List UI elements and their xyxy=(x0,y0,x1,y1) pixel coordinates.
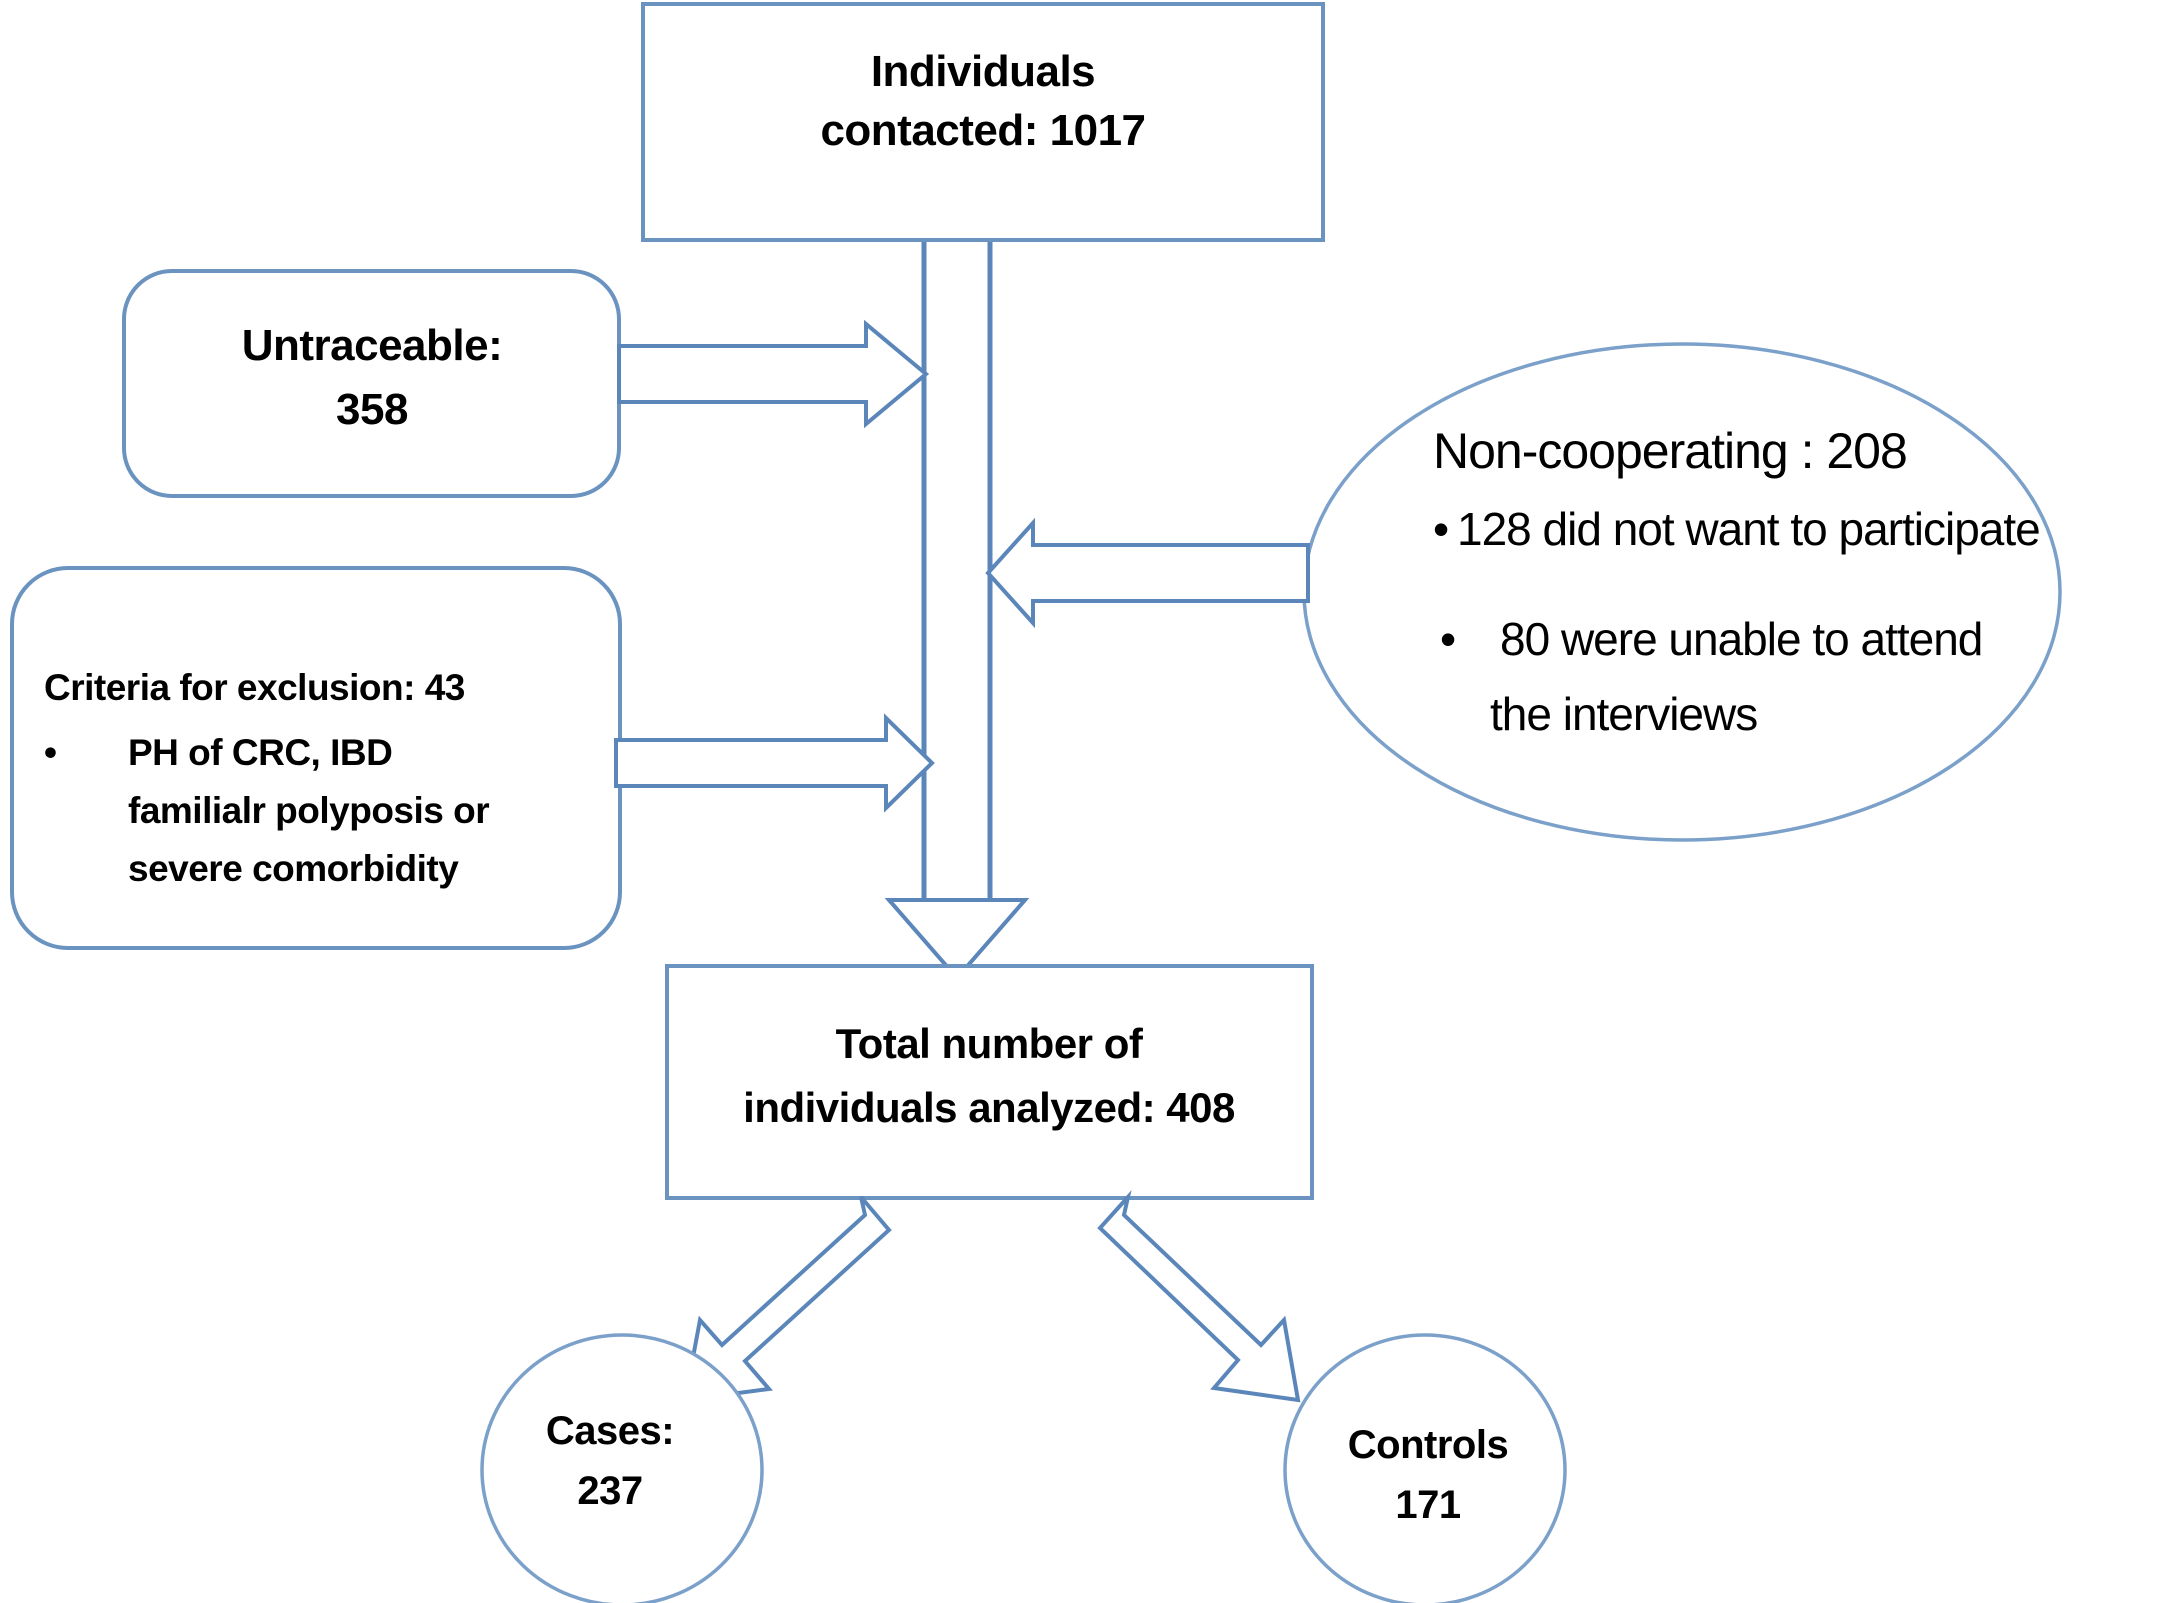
exclusion-bullet-marker: • xyxy=(44,732,56,773)
arrow-exclusion-to-trunk xyxy=(614,713,935,813)
node-cases[interactable]: Cases: 237 xyxy=(480,1333,764,1603)
individuals-contacted-line2: contacted: 1017 xyxy=(820,106,1145,155)
arrow-untraceable-to-trunk xyxy=(617,319,930,429)
total-analyzed-box xyxy=(665,964,1314,1200)
arrow-total-to-controls xyxy=(1097,1190,1301,1403)
cases-line2: 237 xyxy=(577,1469,642,1513)
exclusion-bullet-line1: PH of CRC, IBD xyxy=(128,732,392,773)
noncooperating-bullet-2-marker: • xyxy=(1440,613,1455,665)
node-individuals-contacted[interactable]: Individuals contacted: 1017 xyxy=(641,2,1325,242)
untraceable-line2: 358 xyxy=(336,385,408,434)
controls-line1: Controls xyxy=(1348,1423,1508,1467)
block-arrow-diagonal-controls xyxy=(1097,1190,1301,1403)
cases-line1: Cases: xyxy=(546,1409,674,1453)
arrow-trunk-to-total xyxy=(884,898,1030,982)
node-untraceable[interactable]: Untraceable: 358 xyxy=(122,269,621,498)
node-noncooperating[interactable]: Non-cooperating : 208 • 128 did not want… xyxy=(1302,342,2062,842)
noncooperating-item-2-line1: 80 were unable to attend xyxy=(1500,613,1982,665)
cases-circle xyxy=(480,1333,764,1603)
block-arrow-left-noncooperating xyxy=(985,517,1310,629)
node-exclusion-criteria[interactable]: Criteria for exclusion: 43 • PH of CRC, … xyxy=(10,566,622,950)
individuals-contacted-box xyxy=(641,2,1325,242)
individuals-contacted-line1: Individuals xyxy=(871,47,1095,96)
noncooperating-item-1: 128 did not want to participate xyxy=(1457,503,2040,555)
node-total-analyzed[interactable]: Total number of individuals analyzed: 40… xyxy=(665,964,1314,1200)
block-arrow-right-exclusion xyxy=(614,713,935,813)
controls-line2: 171 xyxy=(1395,1483,1460,1527)
arrow-noncooperating-to-trunk xyxy=(985,517,1310,629)
block-arrow-right-untraceable xyxy=(617,319,930,429)
noncooperating-ellipse xyxy=(1302,342,2062,842)
noncooperating-item-2-line2: the interviews xyxy=(1490,688,1757,740)
total-analyzed-line2: individuals analyzed: 408 xyxy=(743,1084,1235,1131)
untraceable-box xyxy=(122,269,621,498)
exclusion-heading: Criteria for exclusion: 43 xyxy=(44,667,465,708)
noncooperating-bullet-1-marker: • xyxy=(1433,503,1448,555)
block-arrow-down-total xyxy=(884,898,1030,982)
controls-circle xyxy=(1283,1333,1567,1603)
untraceable-line1: Untraceable: xyxy=(242,321,503,370)
noncooperating-heading: Non-cooperating : 208 xyxy=(1433,423,1907,479)
exclusion-bullet-line3: severe comorbidity xyxy=(128,848,459,889)
total-analyzed-line1: Total number of xyxy=(836,1020,1144,1067)
node-controls[interactable]: Controls 171 xyxy=(1283,1333,1567,1603)
exclusion-bullet-line2: familialr polyposis or xyxy=(128,790,489,831)
trunk-connectors xyxy=(921,238,993,905)
